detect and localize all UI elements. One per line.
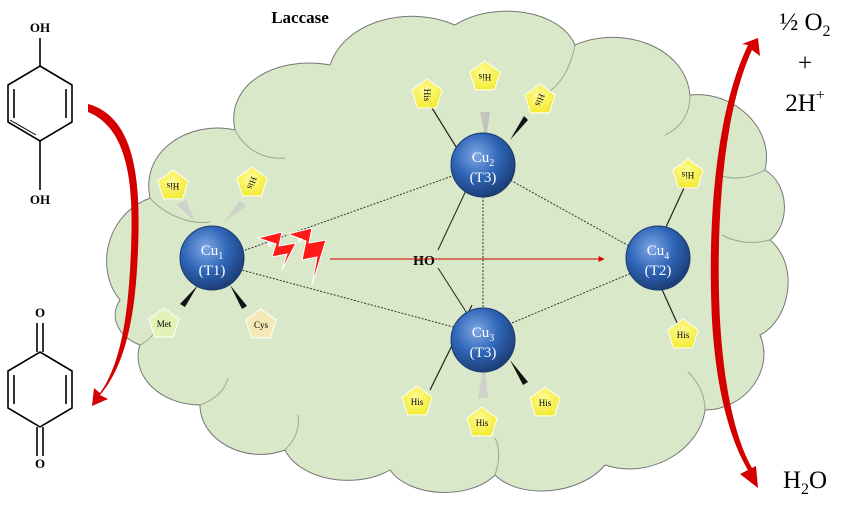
- copper-center-t3-a: Cu2(T3): [450, 132, 516, 198]
- hashed-bonds: [176, 112, 490, 398]
- oxidation-arrow: [88, 104, 139, 406]
- ligand-pentagon: [469, 60, 501, 91]
- ligand-pentagon: [157, 169, 189, 200]
- copper-layer: Cu1(T1)Cu2(T3)Cu3(T3)Cu4(T2): [179, 132, 691, 373]
- benzoquinone-top-oxygen: O: [35, 305, 45, 320]
- benzoquinone-structure: [7, 323, 73, 456]
- water-product: H2O: [783, 467, 827, 498]
- ligand-pentagon: [236, 166, 268, 197]
- ligand-pentagon: [411, 78, 443, 109]
- laccase-title: Laccase: [271, 8, 329, 27]
- his-ligand: His: [469, 60, 501, 91]
- electron-lightning-icons: e e: [256, 227, 327, 286]
- hydroquinone-top-hydroxyl: OH: [30, 20, 50, 35]
- ligand-label: His: [677, 330, 690, 340]
- met-ligand: Met: [148, 307, 180, 338]
- copper-center-t1: Cu1(T1): [179, 225, 245, 291]
- ligand-label: His: [539, 398, 552, 408]
- his-ligand: His: [667, 318, 699, 349]
- benzoquinone-bottom-oxygen: O: [35, 456, 45, 471]
- ligand-label: His: [245, 175, 259, 191]
- copper-site-type: (T3): [470, 345, 497, 361]
- ligand-pentagon: [524, 83, 556, 114]
- hydroquinone-structure: [7, 38, 73, 190]
- ligand-label: His: [422, 89, 432, 102]
- copper-sphere: [450, 307, 516, 373]
- electron-label: e: [298, 234, 303, 246]
- copper-center-t3-b: Cu3(T3): [450, 307, 516, 373]
- ligand-label: Cys: [254, 320, 269, 330]
- ligand-label: His: [533, 92, 547, 108]
- copper-center-t2: Cu4(T2): [625, 225, 691, 291]
- ligand-label: His: [478, 72, 491, 82]
- plus-sign: +: [798, 50, 812, 77]
- copper-label: Cu3: [472, 325, 495, 344]
- oxygen-reactant: ½ O2: [779, 9, 830, 40]
- his-ligand: His: [524, 83, 556, 114]
- copper-label: Cu4: [647, 243, 670, 262]
- his-ligand: His: [236, 166, 268, 197]
- his-ligand: His: [157, 169, 189, 200]
- copper-label: Cu2: [472, 150, 495, 169]
- cys-ligand: Cys: [245, 308, 277, 339]
- ligand-pentagon: [667, 318, 699, 349]
- ligand-label: His: [411, 397, 424, 407]
- ligand-label: His: [166, 181, 179, 191]
- ligand-pentagon: [245, 308, 277, 339]
- copper-site-type: (T3): [470, 170, 497, 186]
- his-ligand: His: [672, 158, 704, 189]
- ho-bridge-bonds: [437, 181, 471, 319]
- ligand-pentagon: [148, 307, 180, 338]
- laccase-cloud: [106, 10, 789, 493]
- ligand-label: His: [476, 418, 489, 428]
- ligand-pentagon: [466, 406, 498, 437]
- ligand-pentagon: [672, 158, 704, 189]
- copper-connections: [211, 164, 659, 336]
- his-ligand: His: [401, 385, 433, 416]
- ligand-pentagon: [529, 386, 561, 417]
- copper-label: Cu1: [201, 243, 224, 262]
- oxygen-reduction-arrow: [710, 38, 760, 488]
- copper-sphere: [625, 225, 691, 291]
- ligand-pentagon: [401, 385, 433, 416]
- ligand-label: Met: [157, 319, 172, 329]
- lightning-bolt-icon: [256, 231, 297, 271]
- hydroquinone-bottom-hydroxyl: OH: [30, 192, 50, 207]
- wedge-bonds: [180, 116, 528, 385]
- hydroxide-bridge-label: HO: [413, 254, 435, 269]
- his-ligand: His: [411, 78, 443, 109]
- his-ligand: His: [529, 386, 561, 417]
- copper-sphere: [179, 225, 245, 291]
- copper-site-type: (T2): [645, 263, 672, 279]
- his-ligand: His: [466, 406, 498, 437]
- ligand-label: His: [681, 170, 694, 180]
- lightning-bolt-icon: [286, 227, 327, 286]
- proton-reactant: 2H+: [785, 87, 825, 117]
- copper-site-type: (T1): [199, 263, 226, 279]
- copper-sphere: [450, 132, 516, 198]
- electron-label: e: [268, 238, 273, 250]
